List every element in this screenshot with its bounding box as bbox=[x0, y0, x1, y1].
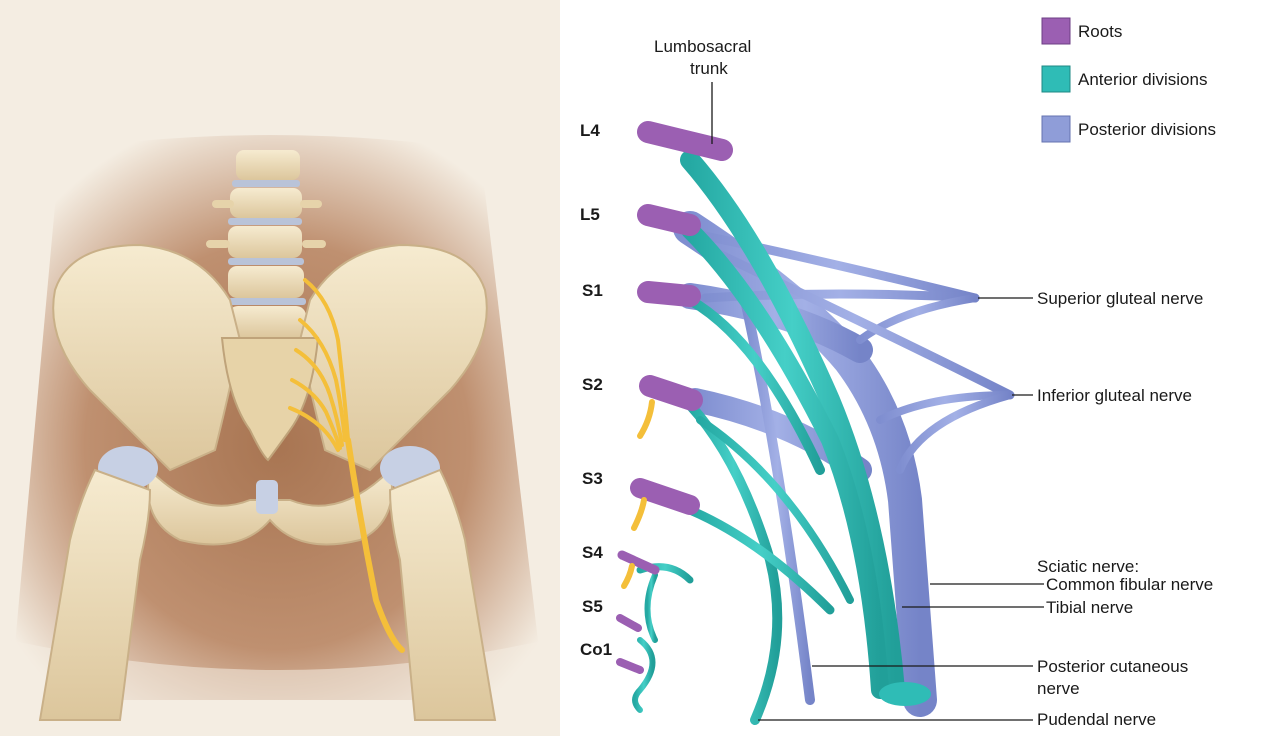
level-s2: S2 bbox=[582, 375, 603, 394]
legend-swatch-roots bbox=[1042, 18, 1070, 44]
lumbosacral-trunk-label-line1: Lumbosacral bbox=[654, 37, 751, 56]
inferior-gluteal-label: Inferior gluteal nerve bbox=[1037, 386, 1192, 405]
level-l5: L5 bbox=[580, 205, 600, 224]
superior-gluteal-label: Superior gluteal nerve bbox=[1037, 289, 1203, 308]
plexus-schematic bbox=[620, 132, 1010, 720]
sciatic-label: Sciatic nerve: bbox=[1037, 557, 1139, 576]
posterior-cutaneous-label-line1: Posterior cutaneous bbox=[1037, 657, 1188, 676]
level-l4: L4 bbox=[580, 121, 600, 140]
level-s3: S3 bbox=[582, 469, 603, 488]
legend-label-posterior: Posterior divisions bbox=[1078, 120, 1216, 139]
posterior-cutaneous-label-line2: nerve bbox=[1037, 679, 1080, 698]
pudendal-label: Pudendal nerve bbox=[1037, 710, 1156, 729]
level-labels: L4 L5 S1 S2 S3 S4 S5 Co1 bbox=[580, 121, 612, 659]
lumbosacral-trunk-label-line2: trunk bbox=[690, 59, 728, 78]
tibial-label: Tibial nerve bbox=[1046, 598, 1133, 617]
common-fibular-label: Common fibular nerve bbox=[1046, 575, 1213, 594]
level-s5: S5 bbox=[582, 597, 603, 616]
legend-label-anterior: Anterior divisions bbox=[1078, 70, 1207, 89]
pelvis-illustration bbox=[0, 0, 560, 736]
legend-label-roots: Roots bbox=[1078, 22, 1122, 41]
legend-swatch-posterior bbox=[1042, 116, 1070, 142]
level-s4: S4 bbox=[582, 543, 603, 562]
legend-swatch-anterior bbox=[1042, 66, 1070, 92]
level-s1: S1 bbox=[582, 281, 603, 300]
level-co1: Co1 bbox=[580, 640, 612, 659]
legend: Roots Anterior divisions Posterior divis… bbox=[1042, 18, 1216, 142]
